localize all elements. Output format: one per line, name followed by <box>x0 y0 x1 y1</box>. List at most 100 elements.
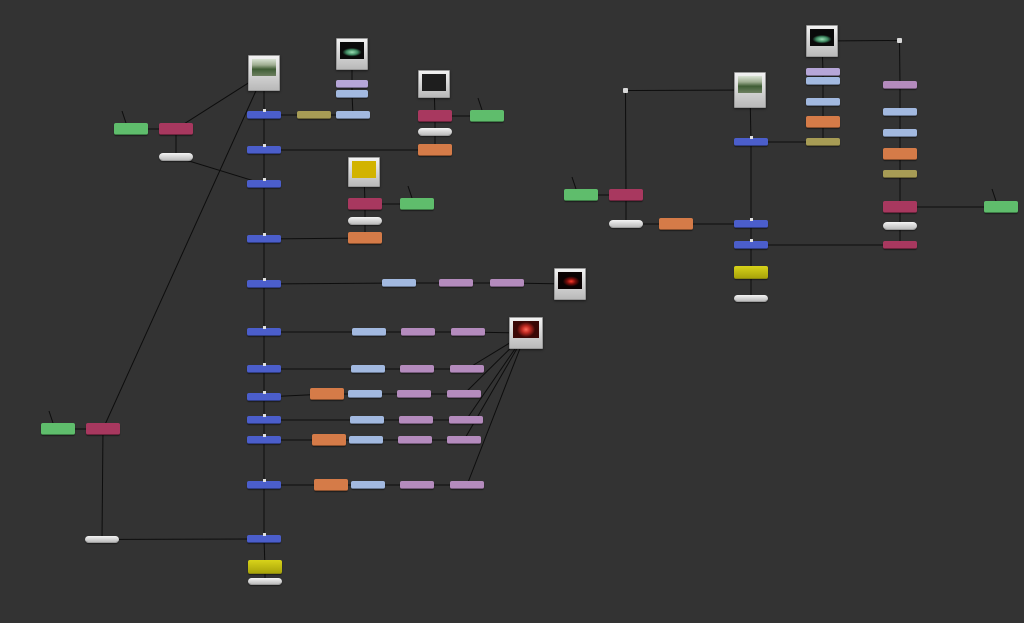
merge-node-m11[interactable] <box>247 479 281 489</box>
constant-node-x7[interactable] <box>984 201 1018 213</box>
merge-node-m1[interactable] <box>247 109 281 119</box>
constant-node-p1[interactable] <box>41 423 75 435</box>
merge-node-t2[interactable] <box>734 218 768 228</box>
blur-node-k0[interactable] <box>310 388 344 400</box>
thumb-node-r8[interactable] <box>734 72 766 108</box>
purple-node-l2[interactable] <box>399 416 433 424</box>
blur-node-d4[interactable] <box>418 144 452 156</box>
input-pipe-d2 <box>477 97 483 111</box>
write-node-d3[interactable] <box>418 128 452 136</box>
blur-node-x4[interactable] <box>883 148 917 160</box>
write-node-x8[interactable] <box>883 222 917 230</box>
merge-node-m8[interactable] <box>247 391 281 401</box>
thumbnail-forest <box>738 76 762 93</box>
merge-node-m7[interactable] <box>247 363 281 373</box>
colorcorrect-node-n1[interactable] <box>349 436 383 444</box>
blur-node-e4[interactable] <box>348 232 382 244</box>
colorcorrect-node-u2[interactable] <box>806 77 840 85</box>
colorcorrect-node-h1[interactable] <box>382 279 416 287</box>
merge-node-m3[interactable] <box>247 178 281 188</box>
thumb-node-r3[interactable] <box>418 70 450 98</box>
grade-node-x9[interactable] <box>883 241 917 249</box>
colorcorrect-node-x3[interactable] <box>883 129 917 137</box>
thumb-node-r7[interactable] <box>806 25 838 57</box>
transform-node-c1[interactable] <box>336 80 368 88</box>
thumb-node-r5[interactable] <box>554 268 586 300</box>
filter-node-x5[interactable] <box>883 170 917 178</box>
purple-node-h3[interactable] <box>490 279 524 287</box>
grade-node-d1[interactable] <box>418 110 452 122</box>
write-node-e3[interactable] <box>348 217 382 225</box>
merge-node-m5[interactable] <box>247 278 281 288</box>
input-pipe-p1 <box>48 410 54 424</box>
edge-x0-x1 <box>899 40 901 86</box>
purple-node-n3[interactable] <box>447 436 481 444</box>
filter-node-u5[interactable] <box>806 138 840 146</box>
blur-node-u4[interactable] <box>806 116 840 128</box>
purple-node-k2[interactable] <box>397 390 431 398</box>
colorcorrect-node-o1[interactable] <box>351 481 385 489</box>
thumb-node-r1[interactable] <box>248 55 280 91</box>
merge-node-m6[interactable] <box>247 326 281 336</box>
write-node-t5[interactable] <box>734 295 768 302</box>
colorcorrect-node-u3[interactable] <box>806 98 840 106</box>
dot-node-s1[interactable] <box>623 88 628 93</box>
edge-g3-m3 <box>175 156 265 185</box>
constant-node-s2[interactable] <box>564 189 598 201</box>
viewer-node-v1[interactable] <box>248 560 282 574</box>
purple-node-l3[interactable] <box>449 416 483 424</box>
purple-node-i2[interactable] <box>401 328 435 336</box>
colorcorrect-node-c2[interactable] <box>336 90 368 98</box>
purple-node-j3[interactable] <box>450 365 484 373</box>
colorcorrect-node-c3[interactable] <box>336 111 370 119</box>
grade-node-p2[interactable] <box>86 423 120 435</box>
purple-node-n2[interactable] <box>398 436 432 444</box>
edge-r8-s1 <box>625 89 751 91</box>
merge-node-m2[interactable] <box>247 144 281 154</box>
merge-node-m9[interactable] <box>247 414 281 424</box>
merge-node-m10[interactable] <box>247 434 281 444</box>
purple-node-o2[interactable] <box>400 481 434 489</box>
merge-node-t3[interactable] <box>734 239 768 249</box>
purple-node-j2[interactable] <box>400 365 434 373</box>
thumb-node-r4[interactable] <box>348 157 380 187</box>
blur-node-n0[interactable] <box>312 434 346 446</box>
filter-node-c4[interactable] <box>297 111 331 119</box>
write-node-g3[interactable] <box>159 153 193 161</box>
grade-node-s3[interactable] <box>609 189 643 201</box>
grade-node-e1[interactable] <box>348 198 382 210</box>
blur-node-s5[interactable] <box>659 218 693 230</box>
merge-node-m12[interactable] <box>247 533 281 543</box>
colorcorrect-node-k1[interactable] <box>348 390 382 398</box>
constant-node-d2[interactable] <box>470 110 504 122</box>
thumbnail-red-fx <box>558 272 582 289</box>
write-node-p3[interactable] <box>85 536 119 543</box>
constant-node-g1[interactable] <box>114 123 148 135</box>
viewer-node-t4[interactable] <box>734 266 768 279</box>
dot-node-x0[interactable] <box>897 38 902 43</box>
write-node-s4[interactable] <box>609 220 643 228</box>
colorcorrect-node-x2[interactable] <box>883 108 917 116</box>
purple-node-o3[interactable] <box>450 481 484 489</box>
colorcorrect-node-j1[interactable] <box>351 365 385 373</box>
colorcorrect-node-l1[interactable] <box>350 416 384 424</box>
purple-node-k3[interactable] <box>447 390 481 398</box>
blur-node-o0[interactable] <box>314 479 348 491</box>
merge-node-m4[interactable] <box>247 233 281 243</box>
write-node-w1[interactable] <box>248 578 282 585</box>
grade-node-x6[interactable] <box>883 201 917 213</box>
colorcorrect-node-i1[interactable] <box>352 328 386 336</box>
grade-node-g2[interactable] <box>159 123 193 135</box>
transform-node-u1[interactable] <box>806 68 840 76</box>
purple-node-h2[interactable] <box>439 279 473 287</box>
constant-node-e2[interactable] <box>400 198 434 210</box>
thumb-node-r6[interactable] <box>509 317 543 349</box>
merge-node-t1[interactable] <box>734 136 768 146</box>
thumbnail-car-dark <box>810 29 834 46</box>
input-pipe-s2 <box>571 176 577 190</box>
input-pipe-x7 <box>991 188 997 202</box>
thumb-node-r2[interactable] <box>336 38 368 70</box>
purple-node-x1[interactable] <box>883 81 917 89</box>
purple-node-i3[interactable] <box>451 328 485 336</box>
